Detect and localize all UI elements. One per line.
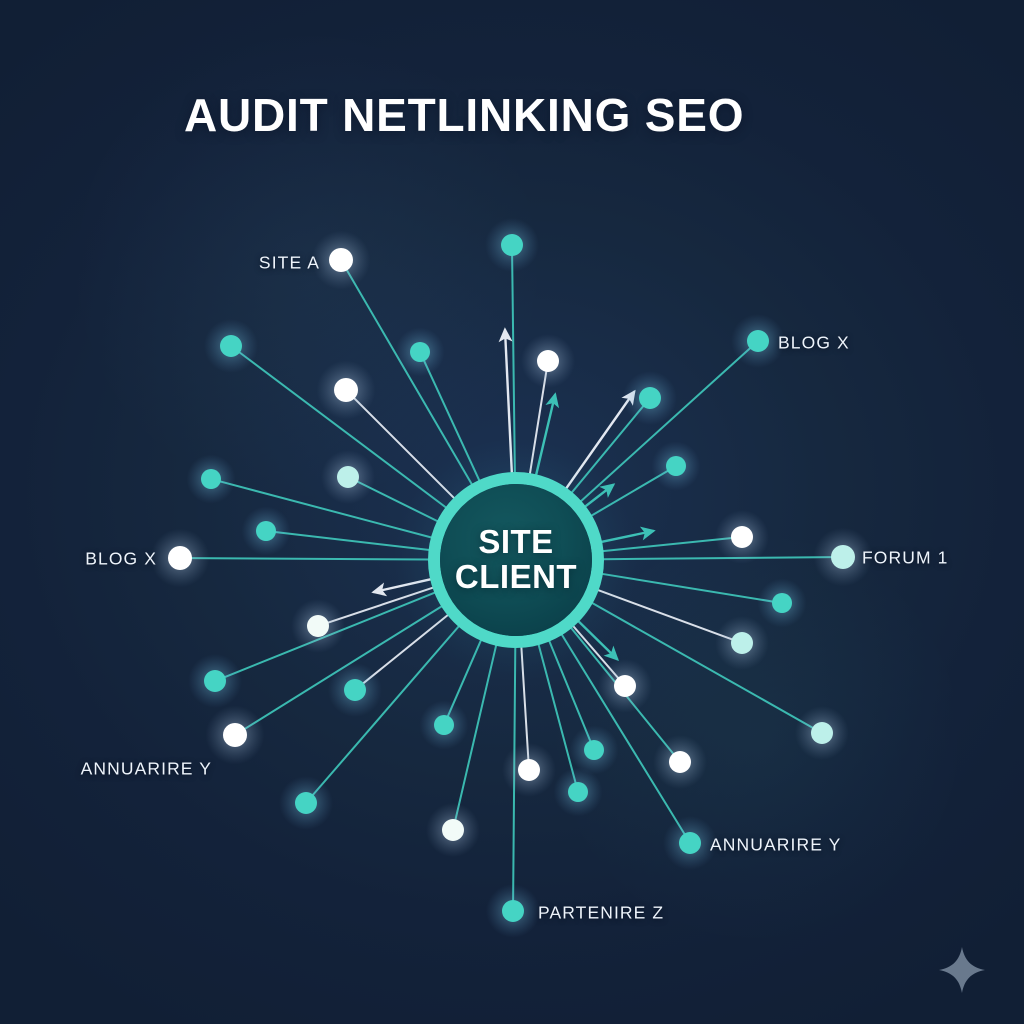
backlink-node[interactable]: [772, 593, 792, 613]
backlink-edge: [589, 601, 815, 730]
backlink-node[interactable]: [442, 819, 464, 841]
backlink-node[interactable]: [666, 456, 686, 476]
node-label: PARTENIRE Z: [538, 902, 665, 923]
backlink-node[interactable]: [501, 234, 523, 256]
node-label: BLOG X: [778, 332, 850, 353]
backlink-node[interactable]: [329, 248, 353, 272]
node-label: ANNUARIRE Y: [710, 834, 842, 855]
backlink-node[interactable]: [220, 335, 242, 357]
backlink-node[interactable]: [168, 546, 192, 570]
backlink-edge: [601, 556, 833, 561]
backlink-node[interactable]: [295, 792, 317, 814]
hub-ring: [428, 472, 604, 648]
backlink-node[interactable]: [307, 615, 329, 637]
hub-layer: [394, 438, 638, 682]
backlink-node[interactable]: [679, 832, 701, 854]
node-label: FORUM 1: [862, 547, 949, 568]
backlink-node[interactable]: [344, 679, 366, 701]
backlink-node[interactable]: [811, 722, 833, 744]
backlink-node[interactable]: [410, 342, 430, 362]
node-label: SITE A: [258, 252, 320, 273]
backlink-node[interactable]: [256, 521, 276, 541]
backlink-edge: [511, 254, 516, 475]
backlink-edge: [238, 351, 449, 510]
backlink-node[interactable]: [537, 350, 559, 372]
backlink-node[interactable]: [731, 632, 753, 654]
backlink-node[interactable]: [502, 900, 524, 922]
backlink-node[interactable]: [731, 526, 753, 548]
nodes-layer: [150, 218, 873, 938]
backlink-node[interactable]: [334, 378, 358, 402]
backlink-node[interactable]: [337, 466, 359, 488]
hub-disc[interactable]: [440, 484, 592, 636]
backlink-edge: [311, 624, 461, 797]
backlink-node[interactable]: [201, 469, 221, 489]
backlink-node[interactable]: [223, 723, 247, 747]
node-label: ANNUARIRE Y: [80, 758, 212, 779]
backlink-edge: [578, 346, 752, 504]
node-label: BLOG X: [85, 548, 157, 569]
backlink-node[interactable]: [568, 782, 588, 802]
backlink-edge: [560, 632, 686, 836]
backlink-node[interactable]: [747, 330, 769, 352]
backlink-node[interactable]: [584, 740, 604, 760]
backlink-node[interactable]: [434, 715, 454, 735]
page-title: AUDIT NETLINKING SEO: [184, 89, 745, 141]
backlink-node[interactable]: [639, 387, 661, 409]
backlink-edge: [218, 480, 434, 539]
backlink-node[interactable]: [831, 545, 855, 569]
backlink-node[interactable]: [669, 751, 691, 773]
backlink-edge: [190, 557, 431, 561]
backlink-node[interactable]: [518, 759, 540, 781]
backlink-edge: [345, 268, 474, 487]
backlink-node[interactable]: [614, 675, 636, 697]
backlink-node[interactable]: [204, 670, 226, 692]
